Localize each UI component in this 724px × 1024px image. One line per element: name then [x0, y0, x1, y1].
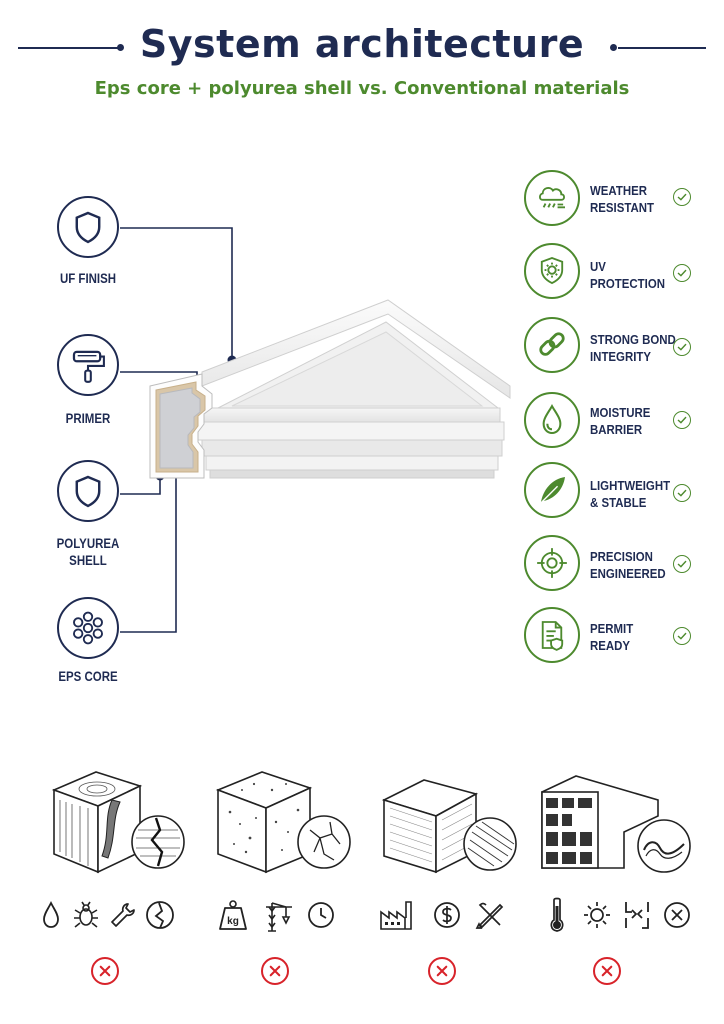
moisture-check-icon — [673, 411, 691, 429]
header-dot-right — [610, 44, 617, 51]
bond-check-icon — [673, 338, 691, 356]
chain-link-icon — [524, 317, 580, 373]
eps-core-beads-icon — [57, 597, 119, 659]
weather-check-icon — [673, 188, 691, 206]
dollar-icon — [434, 902, 460, 928]
page-subtitle: Eps core + polyurea shell vs. Convention… — [94, 78, 630, 99]
thermometer-icon — [550, 897, 564, 932]
layer-label-primer: PRIMER — [65, 411, 111, 426]
uv-check-icon — [673, 264, 691, 282]
weather-cloud-icon — [524, 170, 580, 226]
layer-label-polyurea-shell: POLYUREA SHELL — [56, 536, 120, 568]
precision-check-icon — [673, 555, 691, 573]
concrete-block-illustration — [215, 771, 351, 874]
tools-icon — [475, 902, 504, 929]
header-rule-left — [18, 47, 118, 49]
wrench-icon — [111, 903, 135, 927]
wood-block-illustration — [51, 771, 185, 874]
water-drop-icon — [43, 900, 59, 928]
feature-label-moisture-barrier: MOISTURE BARRIER — [590, 405, 651, 437]
document-check-icon — [524, 607, 580, 663]
foam-block-illustration — [381, 779, 517, 874]
clock-icon — [308, 902, 334, 928]
crane-icon — [266, 902, 292, 932]
feature-label-weather-resistant: WEATHER RESISTANT — [590, 183, 654, 215]
feature-label-permit-ready: PERMIT READY — [590, 621, 634, 653]
pvc-reject-icon — [593, 957, 621, 985]
feature-label-strong-bond-integrity: STRONG BOND INTEGRITY — [590, 332, 676, 364]
target-icon — [524, 535, 580, 591]
feature-label-precision-engineered: PRECISION ENGINEERED — [590, 549, 666, 581]
lightweight-check-icon — [673, 484, 691, 502]
crack-icon — [146, 901, 174, 929]
header-dot-left — [117, 44, 124, 51]
water-drop-icon — [524, 392, 580, 448]
leaf-icon — [524, 462, 580, 518]
layer-label-uf-finish: UF FINISH — [59, 271, 117, 286]
factory-icon — [380, 901, 412, 930]
uv-shield-icon — [524, 243, 580, 299]
primer-paint-roller-icon — [57, 334, 119, 396]
expansion-icon — [625, 902, 649, 929]
weight-kg-label: kg — [227, 916, 239, 927]
concrete-reject-icon — [261, 957, 289, 985]
foam-reject-icon — [428, 957, 456, 985]
pediment-cross-section — [149, 299, 511, 479]
x-icon — [664, 902, 690, 928]
page-title: System architecture — [139, 22, 585, 66]
feature-label-uv-protection: UV PROTECTION — [590, 259, 666, 291]
sun-icon — [584, 902, 610, 928]
feature-label-lightweight-stable: LIGHTWEIGHT & STABLE — [590, 478, 671, 510]
pvc-profile-illustration — [541, 775, 691, 873]
layer-label-eps-core: EPS CORE — [58, 669, 118, 684]
permit-check-icon — [673, 627, 691, 645]
weight-kg-icon: kg — [219, 900, 247, 930]
bug-icon — [74, 901, 98, 928]
wood-reject-icon — [91, 957, 119, 985]
header-rule-right — [618, 47, 706, 49]
uf-finish-shield-icon — [57, 196, 119, 258]
polyurea-shell-shield-icon — [57, 460, 119, 522]
